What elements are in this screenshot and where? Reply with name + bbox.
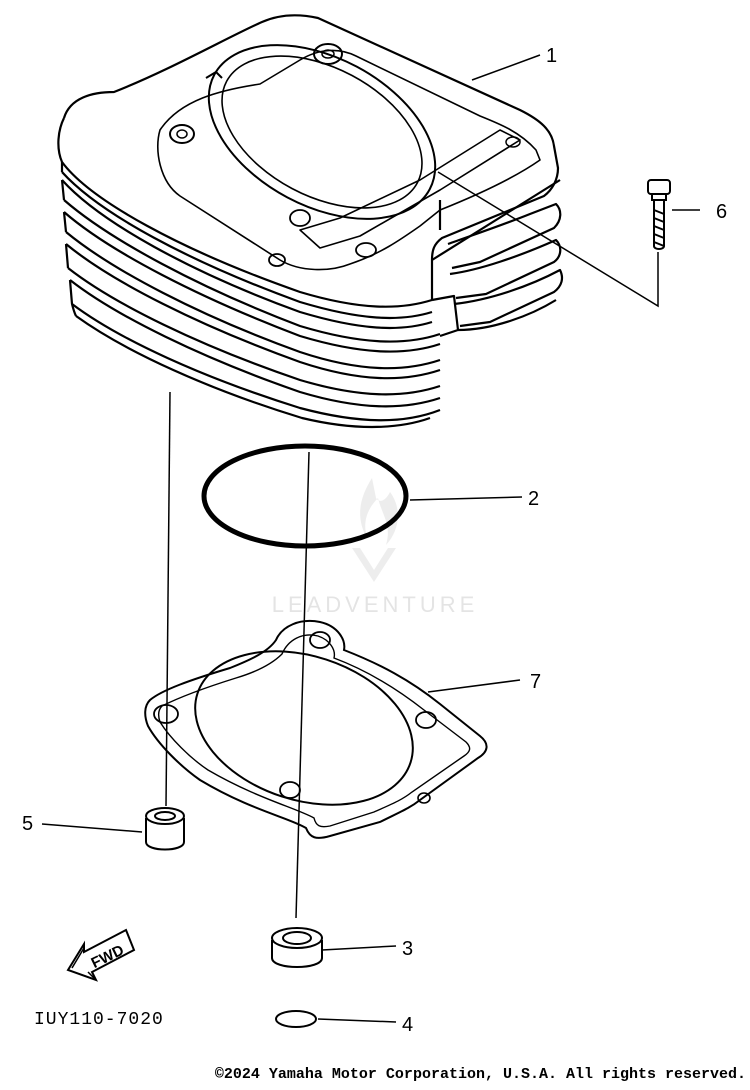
callout-4: 4	[402, 1014, 413, 1036]
reference-code: IUY110-7020	[34, 1010, 164, 1030]
copyright-notice: ©2024 Yamaha Motor Corporation, U.S.A. A…	[214, 1066, 746, 1083]
dowel-pin-left	[145, 807, 185, 851]
callout-1: 1	[546, 45, 557, 67]
bolt-part	[647, 179, 671, 250]
watermark-text: LEADVENTURE	[272, 592, 479, 617]
o-ring-small	[275, 1010, 317, 1028]
callout-2: 2	[528, 488, 539, 510]
cylinder-base-gasket	[144, 620, 488, 839]
callout-3: 3	[402, 938, 413, 960]
o-ring-large	[201, 443, 409, 549]
callout-leaders	[41, 54, 700, 1023]
callout-6: 6	[716, 201, 727, 223]
callout-5: 5	[22, 813, 33, 835]
dowel-pin-right	[271, 927, 323, 968]
bolt-leader-lines	[437, 171, 659, 308]
callout-7: 7	[530, 671, 541, 693]
cylinder-block	[57, 14, 564, 429]
fwd-arrow-icon: FWD	[66, 928, 136, 982]
alignment-lines	[165, 391, 310, 919]
